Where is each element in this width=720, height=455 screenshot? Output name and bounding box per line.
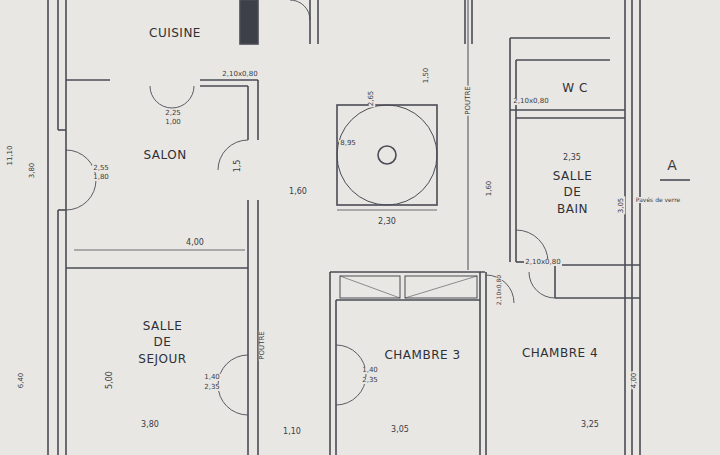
dimension-label: 1,50 bbox=[424, 66, 431, 84]
room-name: SALLE DE BAIN bbox=[553, 168, 593, 217]
dimension-label: 3,80 bbox=[30, 161, 37, 179]
dimension-label: 3,80 bbox=[140, 421, 160, 429]
dimension-label: 3,25 bbox=[580, 421, 600, 429]
room-name: CHAMBRE 4 bbox=[522, 345, 598, 361]
room-name: SALON bbox=[143, 147, 186, 163]
dimension-label: 1,10 bbox=[282, 428, 302, 436]
dimension-label: POUTRE bbox=[464, 85, 471, 115]
dimension-label: 2,35 bbox=[203, 384, 221, 391]
dimension-label: 1,40 bbox=[203, 374, 221, 381]
dimension-label: Pavés de verre bbox=[635, 197, 681, 203]
dimension-label: 2,65 bbox=[369, 89, 376, 107]
room-label-box: SALLE DE BAIN bbox=[525, 155, 620, 230]
dimension-label: 1,00 bbox=[164, 119, 182, 126]
dimension-label: 1,80 bbox=[92, 174, 110, 181]
dimension-label: 2,25 bbox=[164, 110, 182, 117]
dimension-label: 1,5 bbox=[234, 159, 242, 174]
dimension-label: 2,10x0,80 bbox=[512, 98, 549, 105]
room-label-box: SALON bbox=[110, 140, 220, 170]
room-name: CUISINE bbox=[149, 25, 201, 41]
room-name: CHAMBRE 3 bbox=[384, 347, 460, 363]
room-label-box: CUISINE bbox=[120, 18, 230, 48]
room-label-box: SALLE DE SEJOUR bbox=[105, 310, 220, 375]
dimension-label: 1,40 bbox=[361, 367, 379, 374]
dimension-label: 2,35 bbox=[361, 377, 379, 384]
dimension-label: 4,00 bbox=[185, 239, 205, 247]
dimension-label: 1,60 bbox=[288, 188, 308, 196]
dimension-label: 3,05 bbox=[390, 426, 410, 434]
room-name: SALLE DE SEJOUR bbox=[138, 318, 186, 367]
section-marker: A bbox=[666, 158, 678, 172]
dimension-label: 3,05 bbox=[619, 196, 626, 214]
dimension-label: 5,00 bbox=[106, 370, 114, 390]
dimension-label: 2,10x0,80 bbox=[221, 71, 258, 78]
dimension-label: 8,95 bbox=[339, 140, 357, 147]
dimension-label: 2,35 bbox=[562, 154, 582, 162]
dimension-label: 4,00 bbox=[632, 371, 639, 389]
dimension-label: 2,30 bbox=[377, 218, 397, 226]
dimension-label: 11,10 bbox=[7, 144, 14, 166]
dimension-label: 6,40 bbox=[19, 371, 26, 389]
dimension-label: 2,10x0,80 bbox=[496, 274, 502, 306]
dimension-label: 1,60 bbox=[487, 179, 494, 197]
dimension-label: 2,10x0,80 bbox=[524, 259, 561, 266]
room-label-box: CHAMBRE 4 bbox=[505, 338, 615, 368]
dimension-label: POUTRE bbox=[258, 330, 265, 360]
dimension-label: 2,55 bbox=[92, 165, 110, 172]
room-name: W C bbox=[562, 80, 588, 96]
room-label-box: CHAMBRE 3 bbox=[370, 340, 475, 370]
